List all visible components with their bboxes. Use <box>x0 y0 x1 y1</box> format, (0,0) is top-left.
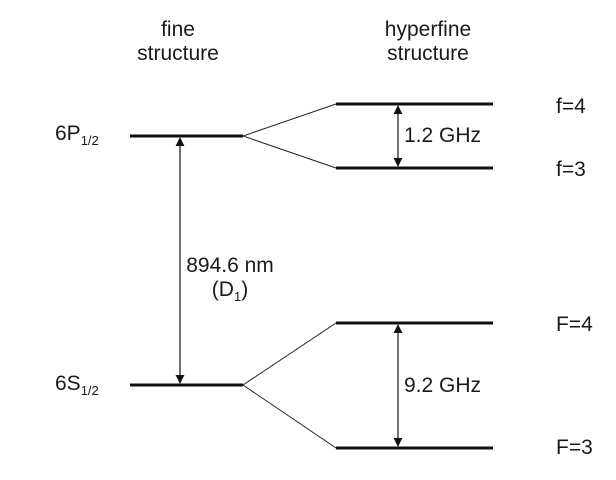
label-6p-half: 6P1/2 <box>55 122 99 148</box>
transition-name-open: (D <box>211 278 234 301</box>
fan-line-p-lower <box>242 135 337 169</box>
hyperfine-structure-header-line1: hyperfine <box>384 18 472 41</box>
s-splitting-label: 9.2 GHz <box>404 374 482 397</box>
fine-structure-header: fine structure <box>118 18 238 66</box>
transition-label: 894.6 nm (D1) <box>180 254 280 304</box>
hyperfine-structure-header-line2: structure <box>387 42 469 65</box>
hyperfine-structure-header: hyperfine structure <box>358 18 498 66</box>
label-6s-half: 6S1/2 <box>55 372 99 398</box>
label-p-f4: f=4 <box>556 95 586 118</box>
label-6p-main: 6P <box>55 122 81 145</box>
fine-structure-header-line2: structure <box>137 42 219 65</box>
label-6s-sub: 1/2 <box>80 383 99 398</box>
p-splitting-label: 1.2 GHz <box>404 124 482 147</box>
label-6s-main: 6S <box>55 372 81 395</box>
transition-wavelength: 894.6 nm <box>186 254 274 277</box>
transition-name: (D1) <box>180 278 280 304</box>
label-s-F4: F=4 <box>556 313 593 336</box>
transition-name-sub: 1 <box>233 289 242 304</box>
label-p-f3: f=3 <box>556 158 586 181</box>
fine-structure-header-line1: fine <box>161 18 195 41</box>
label-6p-sub: 1/2 <box>80 133 99 148</box>
transition-name-close: ) <box>241 278 249 301</box>
fan-line-s-upper <box>242 322 337 386</box>
fan-line-s-lower <box>242 384 337 449</box>
label-s-F3: F=3 <box>556 436 593 459</box>
fan-line-p-upper <box>242 103 337 137</box>
